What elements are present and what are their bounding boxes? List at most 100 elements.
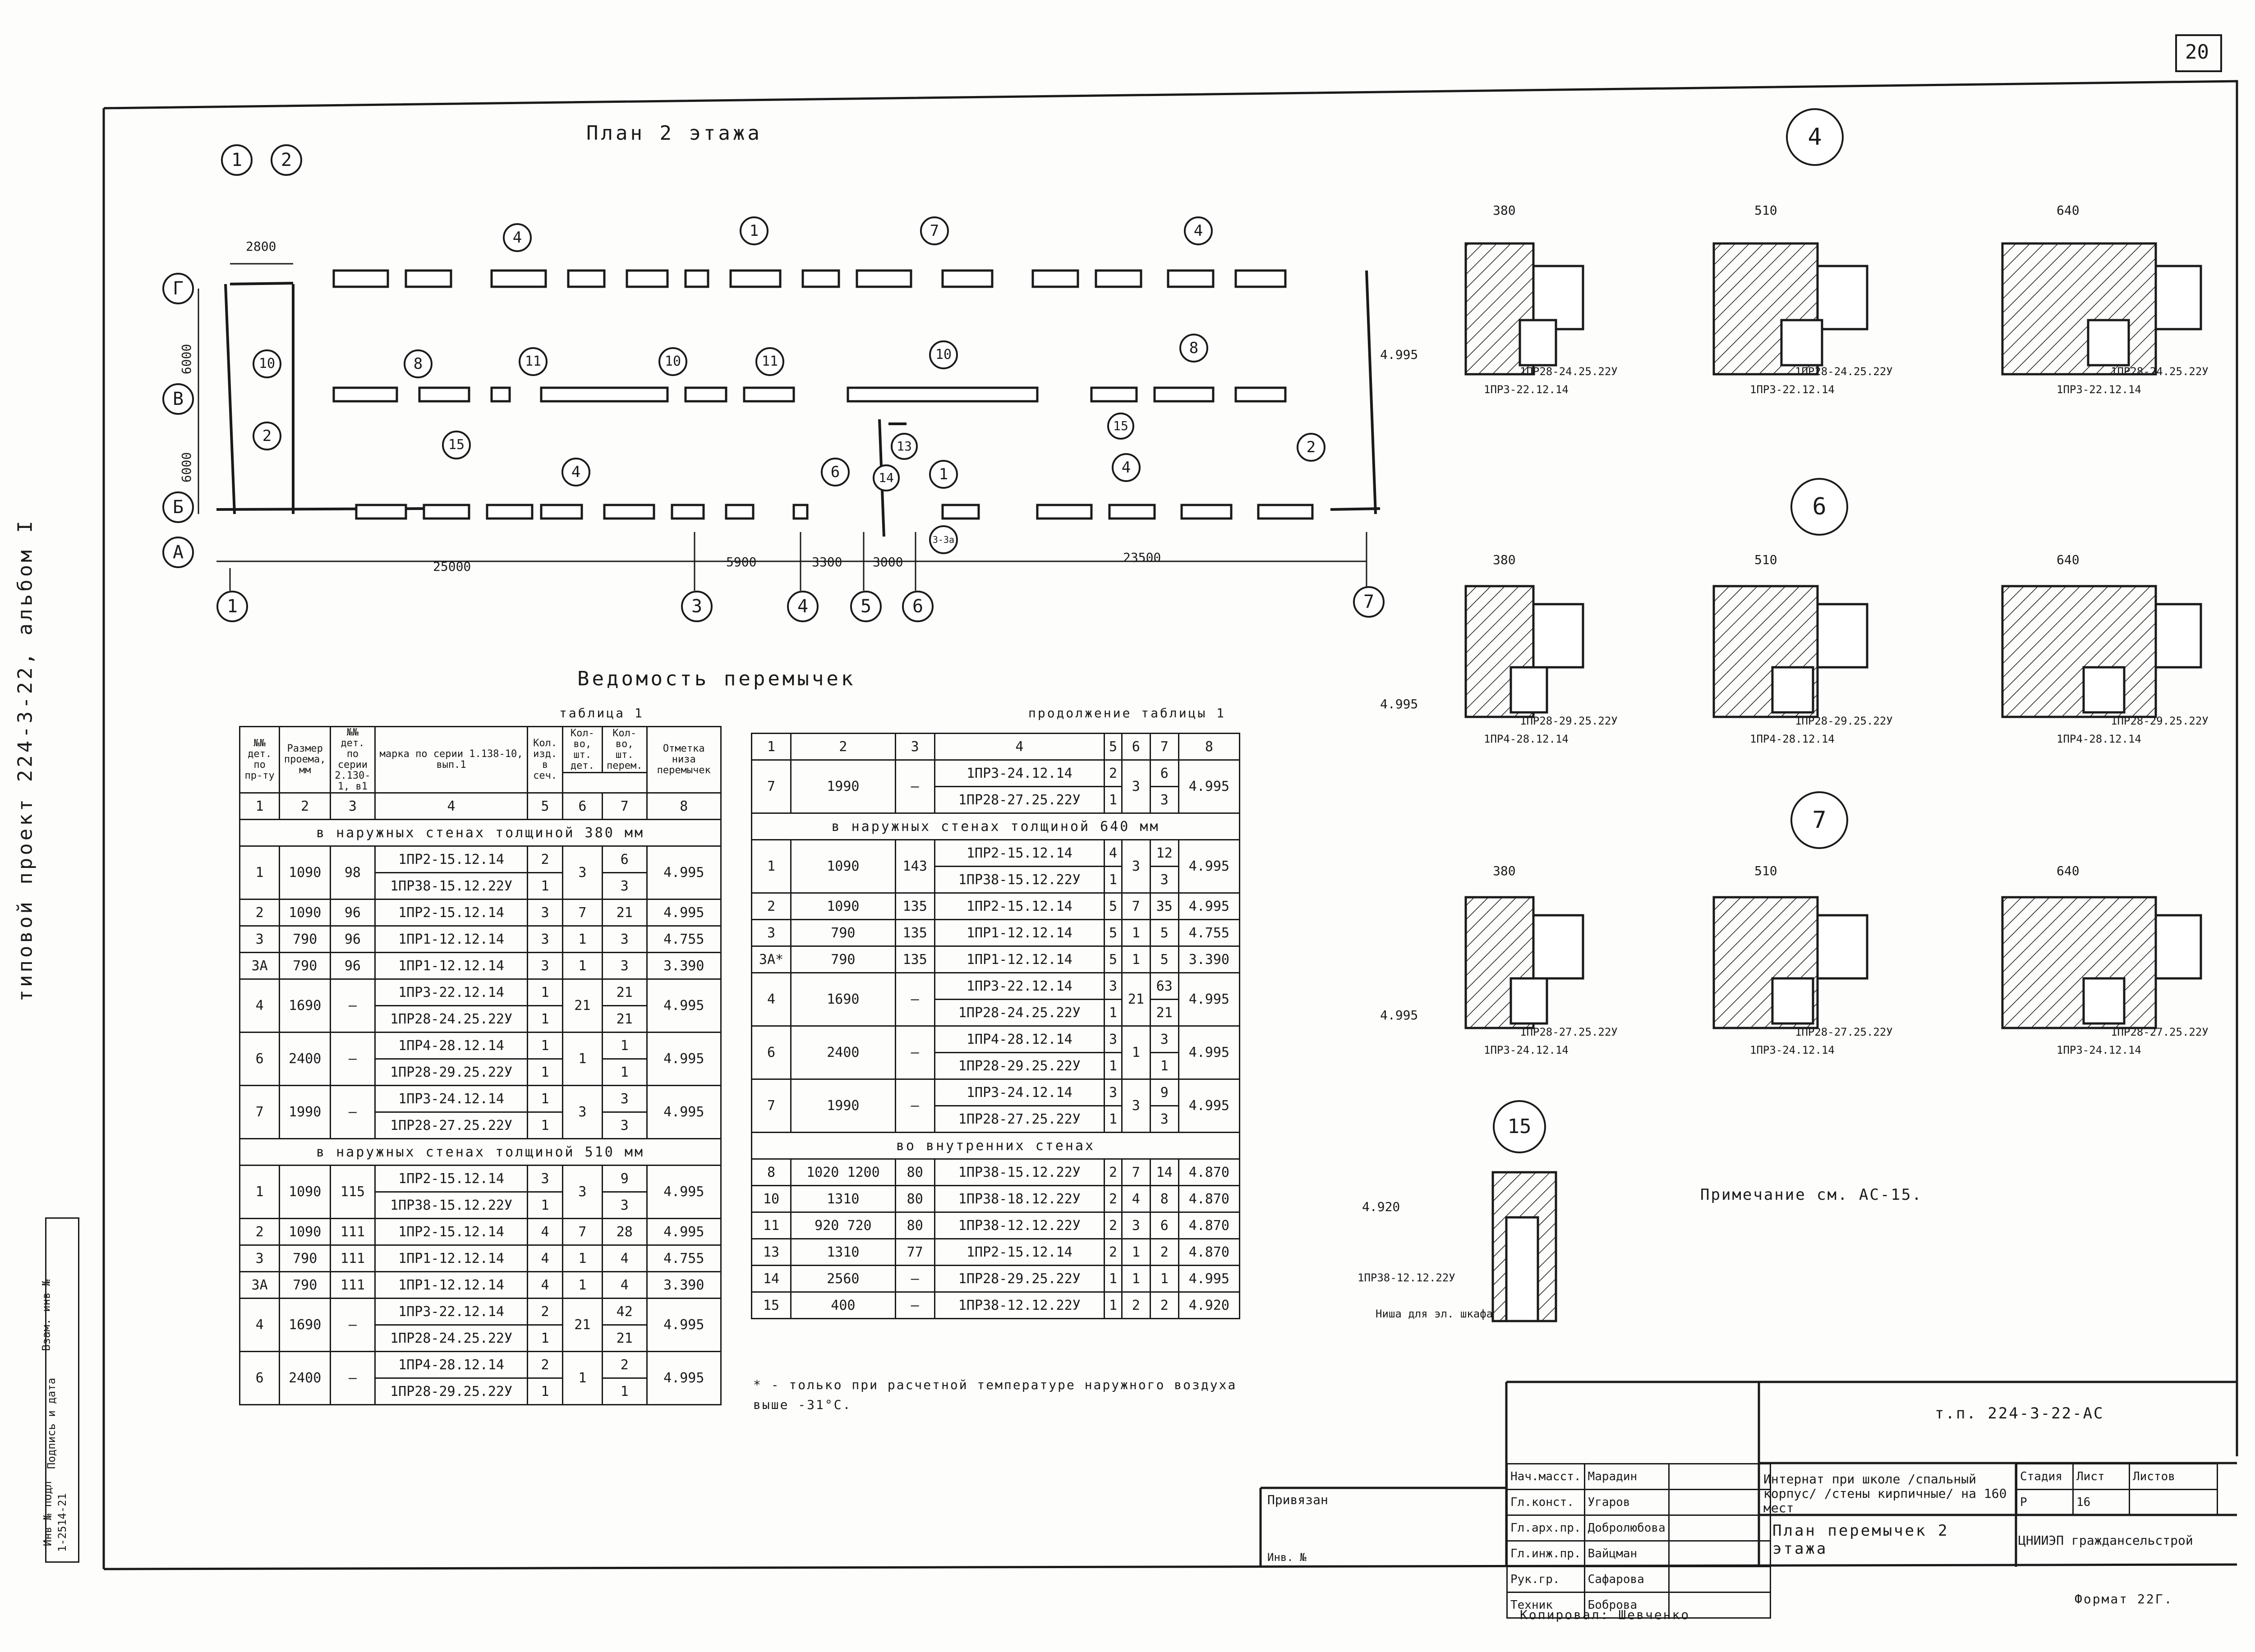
dim-3300: 3300 — [812, 555, 842, 569]
callout: 11 — [755, 347, 784, 376]
cell-series-no: 135 — [894, 945, 935, 973]
cell-mark: 1ПР38-12.12.22У — [934, 1211, 1105, 1239]
callout: 4 — [503, 223, 532, 252]
callout: 15 — [1107, 413, 1134, 440]
section-marker-6: 6 — [1790, 478, 1848, 536]
cell-mark: 1ПР4-28.12.14 — [374, 1032, 529, 1060]
cell-qty-lintels: 9 — [601, 1165, 648, 1193]
section-mark: 1ПР28-29.25.22У — [1795, 715, 1893, 727]
cell-qty-details: 1 — [1121, 919, 1151, 947]
cell-level: 4.995 — [646, 845, 722, 900]
cell-level: 4.995 — [646, 978, 722, 1033]
cell-series-no: 80 — [894, 1185, 935, 1213]
signature-sign — [1668, 1566, 1771, 1593]
cell-opening-size: 2400 — [279, 1351, 331, 1405]
cell-qty-details: 3 — [561, 845, 603, 900]
cell-series-no: 96 — [330, 925, 376, 953]
cell-mark: 1ПР3-22.12.14 — [374, 978, 529, 1006]
cell-qty-lintels: 1 — [601, 1032, 648, 1060]
cell-detail-no: 3A* — [750, 945, 792, 973]
cell-detail-no: 3 — [239, 1244, 281, 1272]
cell-qty-section: 3 — [527, 1165, 563, 1193]
cell-opening-size: 2400 — [279, 1032, 331, 1086]
section-mark: 1ПР4-28.12.14 — [2057, 733, 2141, 745]
cell-qty-lintels: 3 — [601, 925, 648, 953]
cell-qty-lintels: 14 — [1149, 1158, 1179, 1186]
plan-dimensions — [198, 263, 1367, 591]
cell-series-no: 96 — [330, 952, 376, 980]
column-number: 1 — [239, 792, 281, 820]
axis-2-top: 2 — [271, 144, 302, 176]
cell-level: 4.995 — [646, 1085, 722, 1139]
cell-qty-details: 1 — [561, 1032, 603, 1086]
note: Примечание см. АС-15. — [1700, 1186, 1923, 1204]
cell-opening-size: 790 — [790, 919, 896, 947]
cell-qty-lintels: 4 — [601, 1244, 648, 1272]
cell-mark: 1ПР1-12.12.14 — [374, 925, 529, 953]
cell-opening-size: 2560 — [790, 1265, 896, 1293]
callout: 7 — [920, 216, 949, 245]
cell-mark: 1ПР38-15.12.22У — [374, 872, 529, 900]
cell-opening-size: 790 — [279, 1271, 331, 1299]
callout: 1 — [740, 216, 769, 245]
cell-series-no: — — [330, 978, 376, 1033]
cell-opening-size: 1090 — [279, 845, 331, 900]
cell-detail-no: 3A — [239, 1271, 281, 1299]
cell-qty-lintels: 1 — [601, 1377, 648, 1405]
section-row: во внутренних стенах — [751, 1132, 1240, 1160]
cell-detail-no: 2 — [750, 892, 792, 920]
cell-qty-section: 1 — [527, 978, 563, 1006]
header-cell: №№ дет. по пр-ту — [239, 726, 281, 794]
cell-series-no: 111 — [330, 1218, 376, 1246]
column-number: 3 — [330, 792, 376, 820]
signature-role: Рук.гр. — [1506, 1566, 1585, 1593]
callout: 11 — [519, 347, 548, 376]
cell-qty-lintels: 2 — [601, 1351, 648, 1379]
cell-opening-size: 1090 — [279, 1218, 331, 1246]
cell-mark: 1ПР38-15.12.22У — [374, 1191, 529, 1219]
signature-row: Нач.масст.Марадин — [1506, 1463, 1771, 1490]
cell-qty-lintels: 21 — [601, 899, 648, 927]
section-mark: 1ПР3-24.12.14 — [2057, 1044, 2141, 1056]
callout: 3-3a — [929, 525, 958, 554]
lintel-schedule-left: №№ дет. по пр-ту Размер проема, мм №№ де… — [239, 725, 722, 1405]
cell-qty-section: 3 — [527, 952, 563, 980]
cell-level: 4.995 — [1178, 839, 1241, 894]
cell-qty-section: 1 — [1104, 786, 1123, 814]
cell-qty-details: 7 — [1121, 892, 1151, 920]
cell-qty-details: 3 — [1121, 839, 1151, 894]
cell-mark: 1ПР28-27.25.22У — [934, 1105, 1105, 1133]
cell-level: 4.995 — [646, 1218, 722, 1246]
cell-qty-details: 1 — [561, 952, 603, 980]
section-niche-label: Ниша для эл. шкафа — [1376, 1308, 1493, 1320]
sheets-value — [2129, 1489, 2218, 1516]
axis-3-bottom: 3 — [681, 591, 713, 622]
signature-name: Угаров — [1583, 1489, 1670, 1516]
signature-name: Боброва — [1583, 1592, 1670, 1619]
cell-detail-no: 8 — [750, 1158, 792, 1186]
cell-qty-details: 1 — [561, 1244, 603, 1272]
cell-level: 3.390 — [646, 1271, 722, 1299]
section-marker-7: 7 — [1790, 791, 1848, 849]
axis-g: Г — [162, 273, 194, 304]
cell-qty-section: 1 — [527, 872, 563, 900]
cell-mark: 1ПР28-29.25.22У — [934, 1265, 1105, 1293]
cell-qty-section: 2 — [1104, 1185, 1123, 1213]
cell-qty-details: 1 — [1121, 1265, 1151, 1293]
cell-qty-details: 1 — [561, 1271, 603, 1299]
